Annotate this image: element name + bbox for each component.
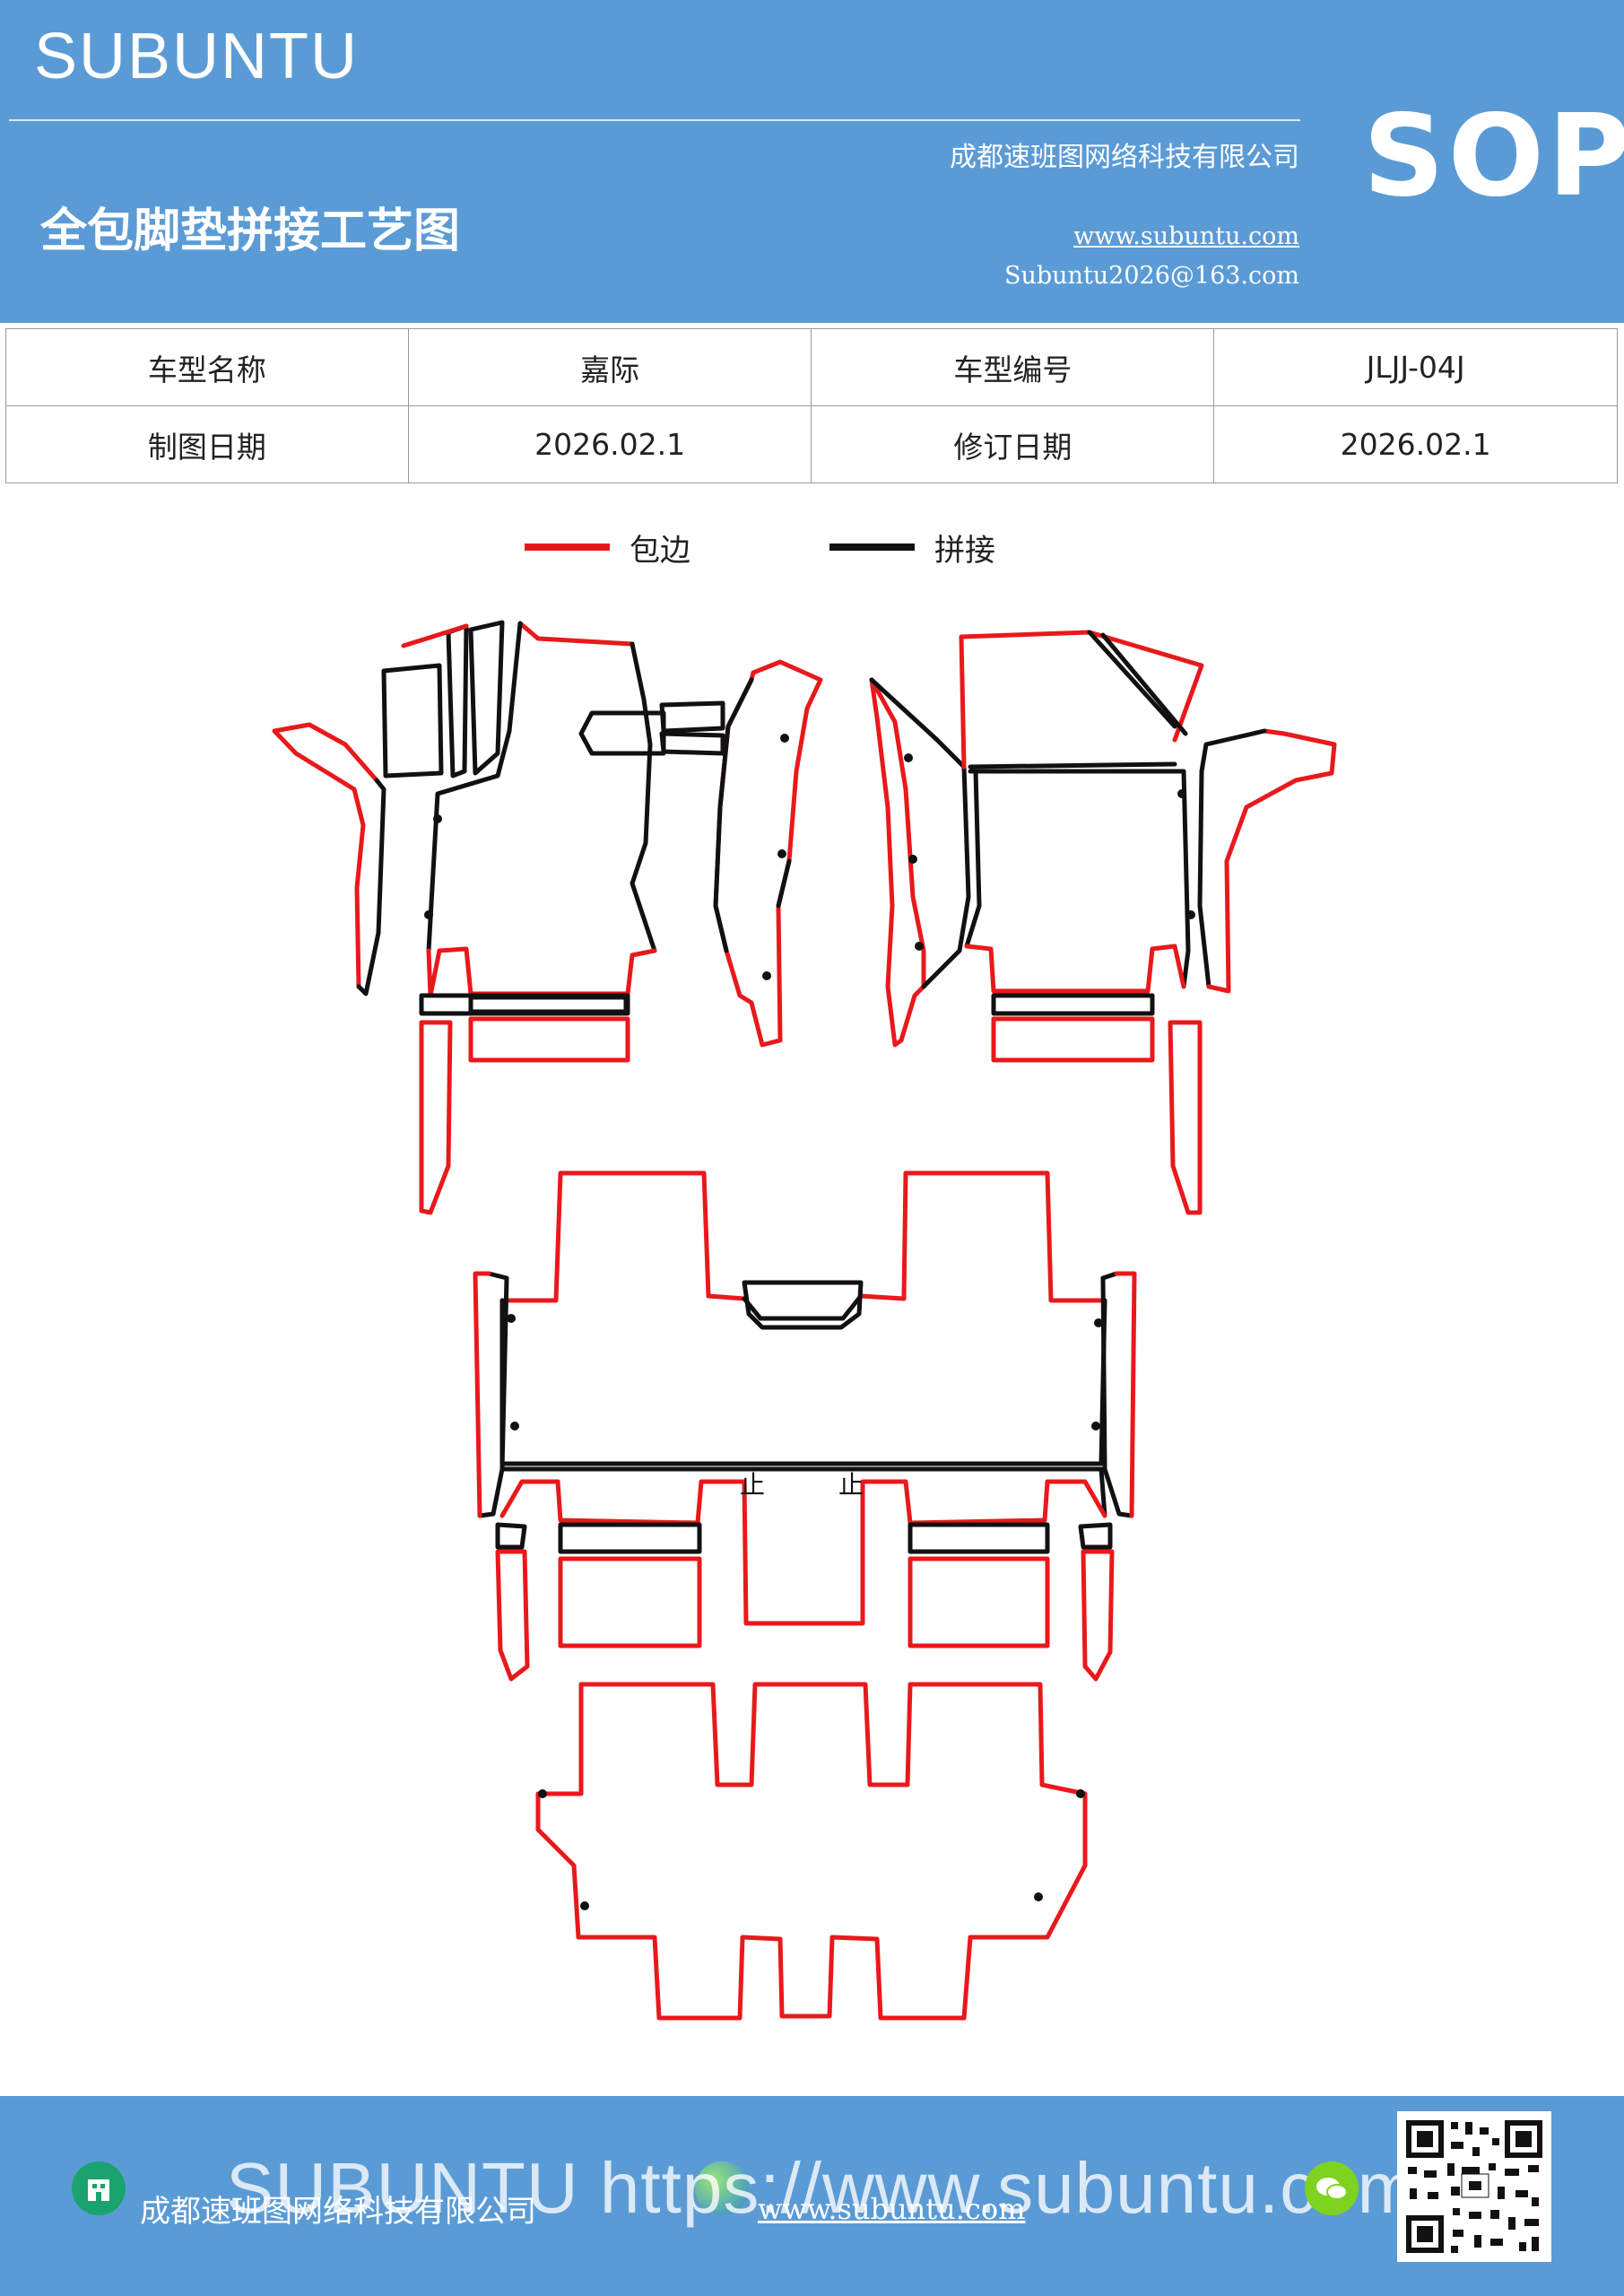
legend-splice-swatch xyxy=(829,544,915,551)
stop-mark-right: 止 xyxy=(838,1470,864,1500)
brand-name: SUBUNTU xyxy=(34,21,360,92)
draw-date-value: 2026.02.1 xyxy=(407,405,812,483)
sop-badge: SOP xyxy=(1363,90,1624,222)
qr-code-pattern xyxy=(1406,2120,1542,2253)
building-icon xyxy=(72,2161,126,2215)
wechat-icon-glyph xyxy=(1316,2178,1348,2200)
revision-date-value: 2026.02.1 xyxy=(1213,405,1618,483)
model-code-label: 车型编号 xyxy=(811,328,1215,406)
wechat-icon[interactable] xyxy=(1305,2161,1359,2215)
draw-date-label: 制图日期 xyxy=(5,405,409,483)
qr-code-icon xyxy=(1397,2111,1551,2262)
front-right-side-panel xyxy=(869,677,971,1048)
fastener-dots xyxy=(424,734,1195,1910)
second-row-mat: 止 止 xyxy=(473,1170,1137,1682)
vehicle-info-table: 车型名称 嘉际 车型编号 JLJJ-04J 制图日期 2026.02.1 修订日… xyxy=(5,328,1618,483)
legend-binding-swatch xyxy=(525,544,610,551)
model-name-value: 嘉际 xyxy=(407,328,812,406)
document-title: 全包脚垫拼接工艺图 xyxy=(40,204,461,258)
front-left-side-panel xyxy=(713,659,823,1048)
table-row: 制图日期 2026.02.1 修订日期 2026.02.1 xyxy=(5,405,1618,483)
legend-binding-label: 包边 xyxy=(630,532,690,569)
globe-icon xyxy=(695,2161,749,2215)
model-code-value: JLJJ-04J xyxy=(1213,328,1618,406)
legend-binding: 包边 xyxy=(525,525,690,570)
front-right-mat xyxy=(959,630,1337,1215)
revision-date-label: 修订日期 xyxy=(811,405,1215,483)
legend-splice: 拼接 xyxy=(829,525,995,570)
front-left-mat xyxy=(272,620,725,1215)
company-name: 成都速班图网络科技有限公司 xyxy=(950,142,1299,173)
legend-splice-label: 拼接 xyxy=(934,532,995,569)
table-row: 车型名称 嘉际 车型编号 JLJJ-04J xyxy=(5,328,1618,406)
footer-website-link[interactable]: www.subuntu.com xyxy=(758,2192,1026,2226)
stop-mark-left: 止 xyxy=(740,1470,765,1500)
email-address: Subuntu2026@163.com xyxy=(1004,262,1299,290)
building-icon-glyph xyxy=(88,2179,109,2201)
footer-company-name: 成都速班图网络科技有限公司 xyxy=(140,2194,536,2230)
header-divider xyxy=(9,119,1300,121)
third-row-mat xyxy=(535,1682,1088,2021)
model-name-label: 车型名称 xyxy=(5,328,409,406)
header-banner xyxy=(0,0,1624,323)
watermark-url: SUBUNTU https://www.subuntu.com xyxy=(226,2148,1419,2228)
website-link[interactable]: www.subuntu.com xyxy=(1073,222,1299,250)
floor-mat-diagram: 止 止 xyxy=(272,620,1337,2021)
